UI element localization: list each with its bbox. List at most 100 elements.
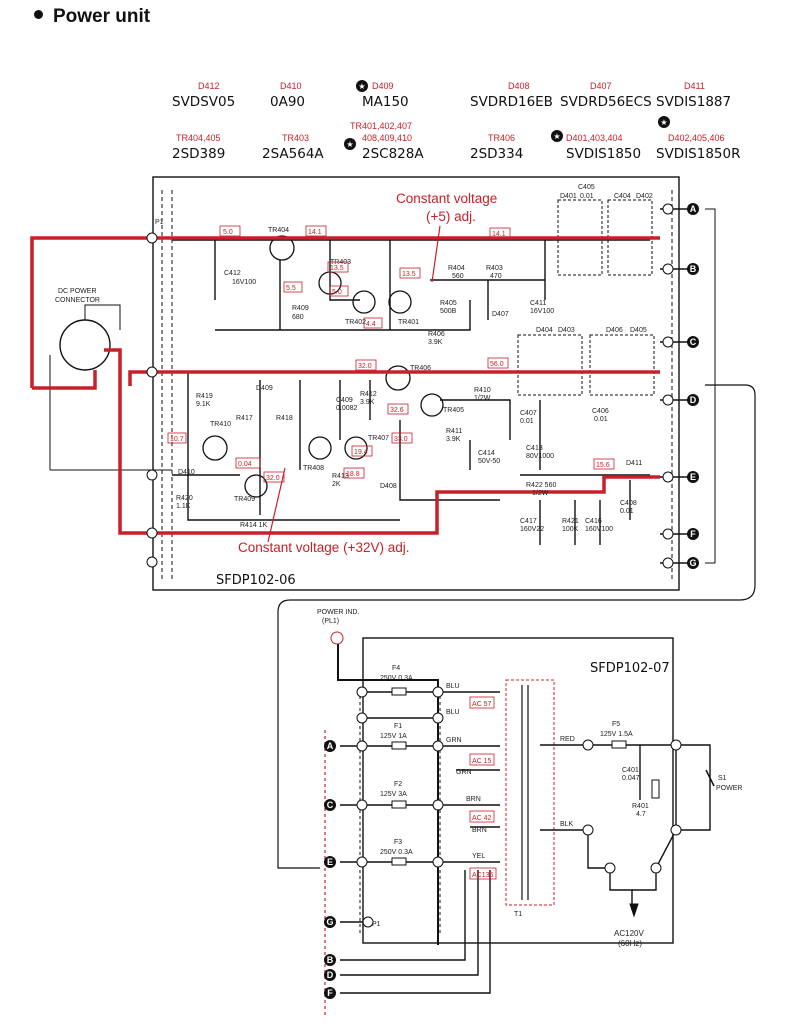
label-d405: D405 xyxy=(630,327,647,334)
callout-plus32: Constant voltage (+32V) adj. xyxy=(238,540,409,555)
svg-text:0.04: 0.04 xyxy=(238,461,252,468)
pin-lower-10 xyxy=(432,799,444,811)
trace-connector-pin xyxy=(32,370,97,390)
wire-r419-loop xyxy=(187,372,400,521)
label-d404: D404 xyxy=(536,327,553,334)
ac-plug-icon xyxy=(629,903,639,918)
terminal-b-lower: B xyxy=(324,954,336,966)
terminal-d-upper: D xyxy=(687,394,699,406)
label-c417: C417 xyxy=(520,518,537,525)
label-c412: C412 xyxy=(224,270,241,277)
transistor-tr404 xyxy=(269,235,295,261)
label-r417: R417 xyxy=(236,415,253,422)
legend-part-tr404: 2SD389 xyxy=(172,146,225,162)
svg-text:13.5: 13.5 xyxy=(330,265,344,272)
star-badge-icon xyxy=(658,116,670,128)
label-f3: F3 xyxy=(394,839,402,846)
label-c404: C404 xyxy=(614,193,631,200)
pin-p1-2 xyxy=(146,366,158,378)
label-f3v: 250V 0.3A xyxy=(380,849,413,856)
label-r420v: 1.1K xyxy=(176,503,191,510)
pin-lower-12 xyxy=(582,739,594,751)
connector-label-1: DC POWER xyxy=(58,288,97,295)
legend-part-d412: SVDSV05 xyxy=(172,94,235,110)
voltage-box: 13.5 xyxy=(399,267,421,279)
diode-block-d406 xyxy=(589,334,655,396)
power-indicator-lamp xyxy=(330,631,344,645)
svg-text:AC 57: AC 57 xyxy=(472,701,492,708)
board-outline-upper xyxy=(152,176,680,591)
wire-blk-ac xyxy=(587,830,610,869)
label-f5: F5 xyxy=(612,721,620,728)
resistor-r401-icon xyxy=(651,779,660,799)
label-red: RED xyxy=(560,736,575,743)
label-c408: C408 xyxy=(620,500,637,507)
svg-text:AC 42: AC 42 xyxy=(472,815,492,822)
label-blu2: BLU xyxy=(446,709,460,716)
label-r421: R421 xyxy=(562,518,579,525)
svg-text:18.8: 18.8 xyxy=(346,471,360,478)
legend-part-tr403: 2SA564A xyxy=(262,146,324,162)
label-c406v: 0.01 xyxy=(594,416,608,423)
pin-right-1 xyxy=(662,203,674,215)
label-r409v: 680 xyxy=(292,314,304,321)
legend-part-tr406: 2SD334 xyxy=(470,146,523,162)
terminal-f-upper: F xyxy=(687,528,699,540)
dc-connector-circle xyxy=(59,319,111,371)
voltage-box: 32.0 xyxy=(263,471,285,483)
dc-connector-ground xyxy=(84,304,121,330)
label-d407: D407 xyxy=(492,311,509,318)
fuse-f5-icon xyxy=(611,740,627,749)
legend-ref-d401: D401,403,404 xyxy=(566,133,623,143)
label-f1v: 125V 1A xyxy=(380,733,407,740)
legend-ref-tr403: TR403 xyxy=(282,133,309,143)
callout-plus5: Constant voltage xyxy=(396,191,497,206)
pin-lower-15 xyxy=(670,824,682,836)
transistor-tr410 xyxy=(202,435,228,461)
label-pl1: (PL1) xyxy=(322,618,339,625)
label-blk: BLK xyxy=(560,821,574,828)
pin-right-5 xyxy=(662,471,674,483)
svg-text:A: A xyxy=(690,204,697,214)
label-r404: R404 xyxy=(448,265,465,272)
wire-plug-right xyxy=(632,868,657,891)
label-c414: C414 xyxy=(478,450,495,457)
label-f4: F4 xyxy=(392,665,400,672)
legend-ref-d407: D407 xyxy=(590,81,612,91)
pin-lower-8 xyxy=(432,712,444,724)
svg-text:C: C xyxy=(690,337,697,347)
wire-f-lower xyxy=(340,870,491,994)
svg-text:32.0: 32.0 xyxy=(358,363,372,370)
transistor-tr401 xyxy=(388,290,412,314)
label-r403: R403 xyxy=(486,265,503,272)
svg-text:5.5: 5.5 xyxy=(286,285,296,292)
diode-block-d404 xyxy=(517,334,583,396)
wire-plug-left xyxy=(609,868,633,910)
label-r422: R422 560 xyxy=(526,482,556,489)
svg-text:33.0: 33.0 xyxy=(394,436,408,443)
terminal-d-lower: D xyxy=(324,969,336,981)
legend-ref-tr404: TR404,405 xyxy=(176,133,221,143)
terminal-g-lower: G xyxy=(324,916,336,928)
label-r405v: 500B xyxy=(440,308,457,315)
label-r420: R420 xyxy=(176,495,193,502)
svg-text:B: B xyxy=(327,955,334,965)
board-sfdp102-06 xyxy=(49,176,756,869)
legend-ref-tr401: TR401,402,407 xyxy=(350,121,412,131)
lower-board-pins xyxy=(330,631,682,928)
terminal-f-lower: F xyxy=(324,987,336,999)
legend-part-d402: SVDIS1850R xyxy=(656,146,741,162)
wire-b-lower xyxy=(340,870,466,961)
label-r412: R412 xyxy=(360,391,377,398)
legend-ref2-tr401: 408,409,410 xyxy=(362,133,412,143)
label-r413v: 2K xyxy=(332,481,341,488)
svg-text:F: F xyxy=(327,988,333,998)
terminal-e-upper: E xyxy=(687,471,699,483)
legend-part-tr401: 2SC828A xyxy=(362,146,424,162)
label-f4v: 250V 0.3A xyxy=(380,675,413,682)
label-r411v: 3.9K xyxy=(446,436,461,443)
label-r403v: 470 xyxy=(490,273,502,280)
pin-lower-5 xyxy=(356,856,368,868)
pin-lower-9 xyxy=(432,740,444,752)
ac-box: AC135 xyxy=(469,867,497,880)
